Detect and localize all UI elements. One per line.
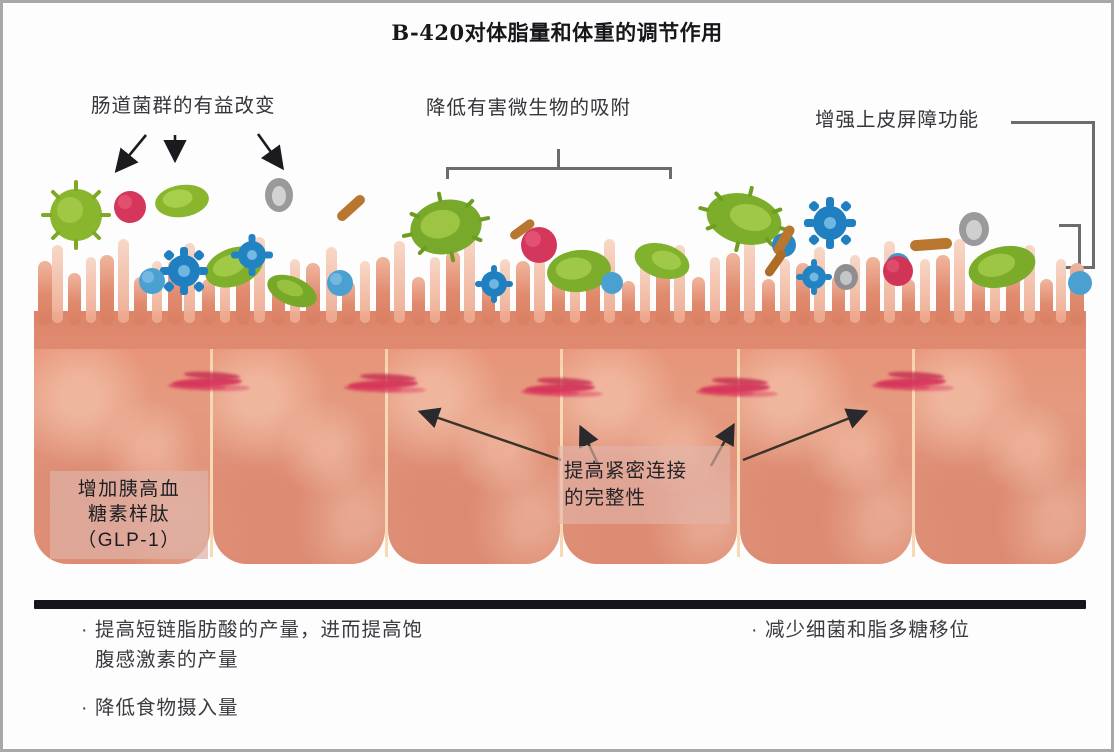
bullet-item: · 减少细菌和脂多糖移位: [751, 615, 970, 645]
intestinal-wall: [34, 178, 1092, 609]
basement-membrane: [34, 600, 1086, 609]
leader-line-barrier-vertical: [1092, 121, 1095, 269]
microbe-virus-blue: [160, 197, 856, 303]
glp1-line-1: 增加胰高血: [77, 479, 181, 501]
annotation-pathogen-adhesion-label: 降低有害微生物的吸附: [426, 97, 632, 119]
tight-junction: [871, 369, 958, 395]
microbe-green-oval: [205, 242, 1036, 308]
arrow-to-green-bacterium: [163, 135, 187, 164]
bullet-marker: ·: [81, 619, 89, 641]
tight-junction-callout-box: 提高紧密连接 的完整性: [558, 446, 730, 524]
microbe-coccus-red: [114, 191, 146, 223]
bullet-text: 减少细菌和脂多糖移位: [765, 619, 971, 641]
microbe-green-oval: [155, 184, 209, 218]
bullet-item: · 降低食物摄入量: [81, 693, 423, 723]
epithelial-cell: [740, 349, 912, 564]
tight-junction: [695, 375, 782, 401]
leader-line-barrier-horizontal: [1011, 121, 1095, 124]
epithelial-cell-layer: [34, 349, 1086, 599]
bullet-item: · 提高短链脂肪酸的产量，进而提高饱 腹感激素的产量: [81, 615, 423, 675]
epithelial-cell: [388, 349, 560, 564]
microbe-green-spiky: [41, 180, 790, 263]
bullet-list-left: · 提高短链脂肪酸的产量，进而提高饱 腹感激素的产量 · 降低食物摄入量: [81, 615, 423, 735]
figure-title: B-420对体脂量和体重的调节作用: [391, 20, 723, 45]
tight-junction-line-1: 提高紧密连接: [564, 460, 688, 483]
annotation-barrier-function-label: 增强上皮屏障功能: [815, 109, 980, 131]
tight-junction: [167, 369, 254, 395]
microbe-coccus-red: [521, 227, 913, 286]
bracket-right-top-arm: [1059, 224, 1081, 227]
cell-texture: [388, 349, 560, 564]
glp1-line-3: （GLP-1）: [77, 529, 181, 551]
bracket-middle-stem: [557, 149, 560, 169]
glp1-line-2: 糖素样肽: [87, 504, 170, 526]
bracket-middle-right-tick: [669, 167, 672, 179]
microbe-spore-gray: [834, 212, 989, 290]
cell-texture: [915, 349, 1086, 564]
microbe-spore-gray: [265, 178, 293, 212]
bullet-marker: ·: [81, 697, 89, 720]
microbe-bacillus-orange: [337, 194, 952, 277]
bracket-middle: [446, 149, 672, 179]
bullet-text: 提高短链脂肪酸的产量，进而提高饱 腹感激素的产量: [95, 619, 424, 672]
annotation-gut-microbiota-label: 肠道菌群的有益改变: [91, 95, 276, 117]
cell-boundary: [385, 349, 388, 557]
tight-junction: [520, 375, 607, 401]
bullet-marker: ·: [751, 619, 759, 641]
glp1-callout-box: 增加胰高血 糖素样肽 （GLP-1）: [50, 471, 208, 559]
cell-boundary: [737, 349, 740, 557]
bracket-middle-left-tick: [446, 167, 449, 179]
arrow-to-coccus: [114, 134, 148, 174]
tight-junction-line-2: 的完整性: [564, 487, 647, 509]
bracket-middle-bar: [446, 167, 672, 170]
bullet-list-right: · 减少细菌和脂多糖移位: [751, 615, 970, 656]
tight-junction: [343, 371, 430, 397]
cell-boundary: [912, 349, 915, 557]
cell-boundary: [210, 349, 213, 557]
arrow-to-spore: [256, 133, 285, 171]
bullet-text: 降低食物摄入量: [95, 697, 239, 720]
free-microbes-lumen: [114, 178, 293, 223]
epithelial-cell: [915, 349, 1086, 564]
